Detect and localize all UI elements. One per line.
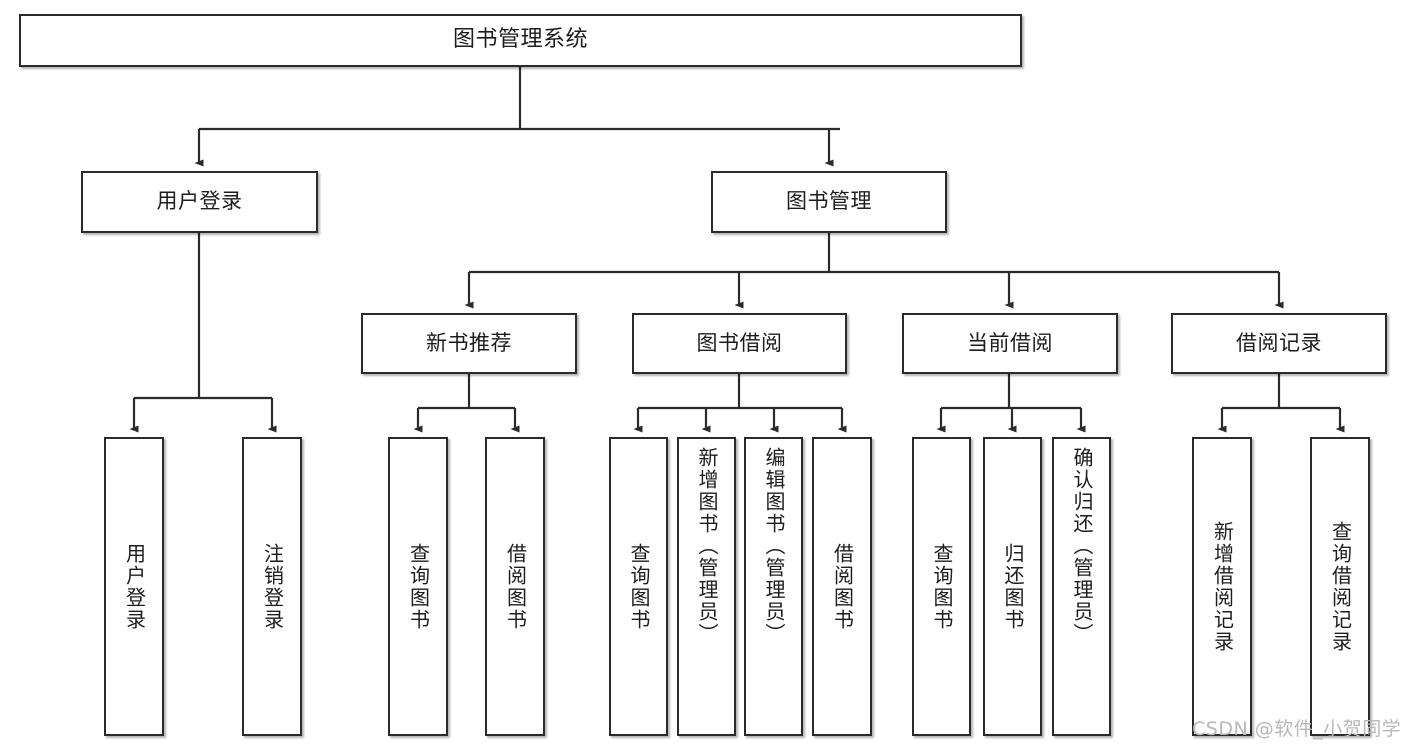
node-leaf-borrow-book-1-label: 借阅图书 — [503, 542, 528, 631]
node-root-label: 图书管理系统 — [452, 27, 588, 53]
node-leaf-query-borrow-record[interactable]: 查询借阅记录 — [1310, 437, 1370, 736]
node-leaf-edit-book-admin-label: 编辑图书（管理员） — [762, 447, 786, 645]
node-leaf-borrow-book-2-label: 借阅图书 — [830, 542, 855, 631]
node-leaf-add-book-admin[interactable]: 新增图书（管理员） — [677, 437, 736, 736]
node-leaf-query-book-3[interactable]: 查询图书 — [912, 437, 971, 736]
node-leaf-edit-book-admin[interactable]: 编辑图书（管理员） — [744, 437, 803, 736]
node-leaf-add-borrow-record[interactable]: 新增借阅记录 — [1192, 437, 1252, 736]
node-leaf-add-borrow-record-label: 新增借阅记录 — [1210, 520, 1235, 653]
node-new-book-recommend-label: 新书推荐 — [426, 330, 512, 355]
node-leaf-query-book-3-label: 查询图书 — [930, 542, 954, 631]
node-leaf-user-logout-label: 注销登录 — [260, 542, 285, 631]
node-book-borrow[interactable]: 图书借阅 — [632, 313, 847, 374]
node-leaf-query-book-1[interactable]: 查询图书 — [388, 437, 448, 736]
node-leaf-return-book-label: 归还图书 — [1001, 542, 1025, 631]
node-leaf-return-book[interactable]: 归还图书 — [983, 437, 1042, 736]
node-new-book-recommend[interactable]: 新书推荐 — [361, 313, 577, 374]
node-book-borrow-label: 图书借阅 — [696, 330, 783, 355]
node-book-manage-label: 图书管理 — [786, 189, 872, 214]
node-current-borrow-label: 当前借阅 — [967, 330, 1053, 355]
node-borrow-record-label: 借阅记录 — [1236, 330, 1322, 355]
watermark: CSDN @软件_小贺同学 — [1192, 718, 1402, 740]
node-leaf-confirm-return-admin-label: 确认归还（管理员） — [1070, 447, 1094, 645]
node-root[interactable]: 图书管理系统 — [19, 14, 1022, 67]
node-borrow-record[interactable]: 借阅记录 — [1171, 313, 1387, 374]
node-leaf-confirm-return-admin[interactable]: 确认归还（管理员） — [1052, 437, 1111, 736]
node-leaf-user-logout[interactable]: 注销登录 — [242, 437, 302, 736]
node-leaf-query-borrow-record-label: 查询借阅记录 — [1328, 520, 1353, 653]
node-leaf-user-login-label: 用户登录 — [122, 542, 147, 631]
node-user-login[interactable]: 用户登录 — [81, 171, 318, 233]
node-leaf-borrow-book-1[interactable]: 借阅图书 — [485, 437, 545, 736]
node-leaf-borrow-book-2[interactable]: 借阅图书 — [812, 437, 872, 736]
node-book-manage[interactable]: 图书管理 — [711, 171, 947, 233]
node-leaf-add-book-admin-label: 新增图书（管理员） — [695, 447, 719, 645]
node-current-borrow[interactable]: 当前借阅 — [902, 313, 1118, 374]
node-leaf-query-book-2[interactable]: 查询图书 — [609, 437, 668, 736]
node-leaf-query-book-2-label: 查询图书 — [627, 542, 651, 631]
node-leaf-user-login[interactable]: 用户登录 — [104, 437, 164, 736]
node-leaf-query-book-1-label: 查询图书 — [406, 542, 431, 631]
node-user-login-label: 用户登录 — [156, 189, 243, 214]
